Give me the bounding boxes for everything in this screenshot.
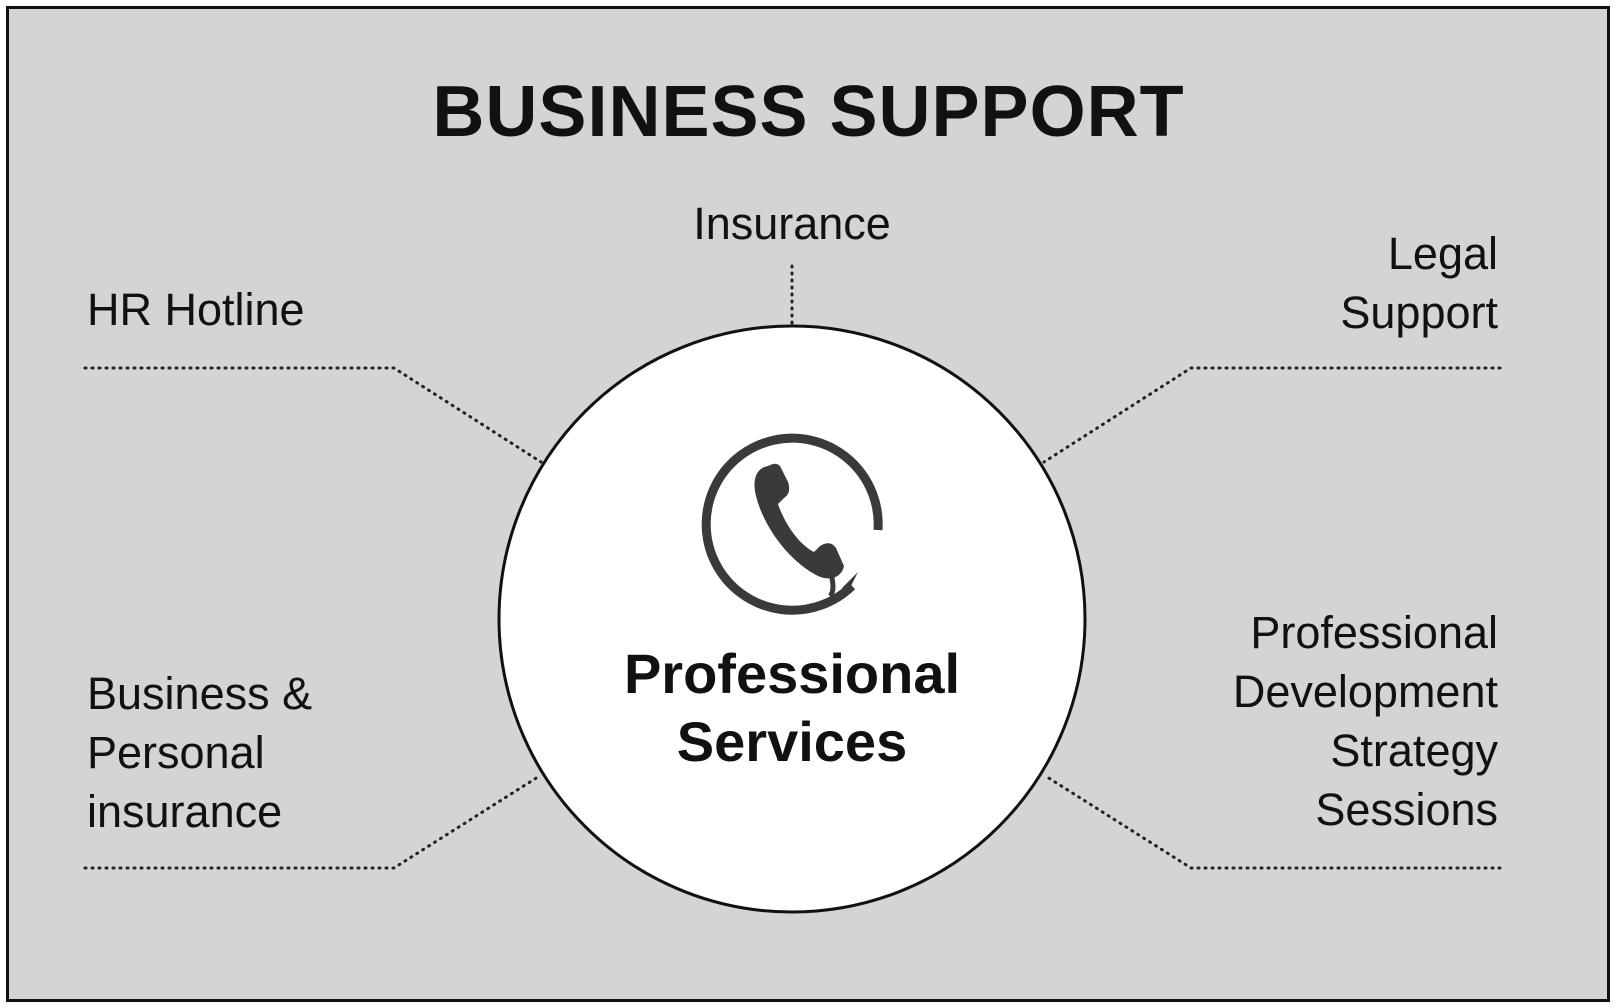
branch-label: Strategy: [1330, 725, 1498, 776]
branch-label: insurance: [87, 786, 283, 837]
connector-legal-support: [1042, 366, 1502, 464]
branch-label: Business &: [87, 668, 313, 719]
branch-label: Professional: [1250, 607, 1498, 658]
connector-business-insurance: [83, 773, 543, 870]
branch-label: Support: [1340, 287, 1498, 338]
branch-label: Insurance: [693, 198, 891, 249]
branch-hr-hotline: HR Hotline: [87, 280, 305, 339]
center-label-line: Professional: [623, 642, 961, 705]
branch-label: HR Hotline: [87, 284, 305, 335]
branch-insurance: Insurance: [0, 194, 1584, 253]
page-title: BUSINESS SUPPORT: [432, 72, 1185, 152]
branch-legal-support: Legal Support: [1340, 224, 1498, 342]
center-label-line: Services: [676, 710, 908, 773]
branch-business-personal-insurance: Business & Personal insurance: [87, 664, 312, 841]
branch-label: Personal: [87, 727, 265, 778]
center-label: Professional Services: [592, 640, 992, 776]
branch-label: Development: [1232, 666, 1498, 717]
branch-label: Sessions: [1315, 784, 1498, 835]
connector-hr-hotline: [83, 366, 543, 464]
branch-professional-development: Professional Development Strategy Sessio…: [1233, 603, 1498, 839]
branch-label: Legal: [1387, 228, 1498, 279]
center-circle: [497, 324, 1087, 914]
connector-professional-development: [1042, 773, 1502, 870]
phone-icon: [701, 433, 883, 615]
